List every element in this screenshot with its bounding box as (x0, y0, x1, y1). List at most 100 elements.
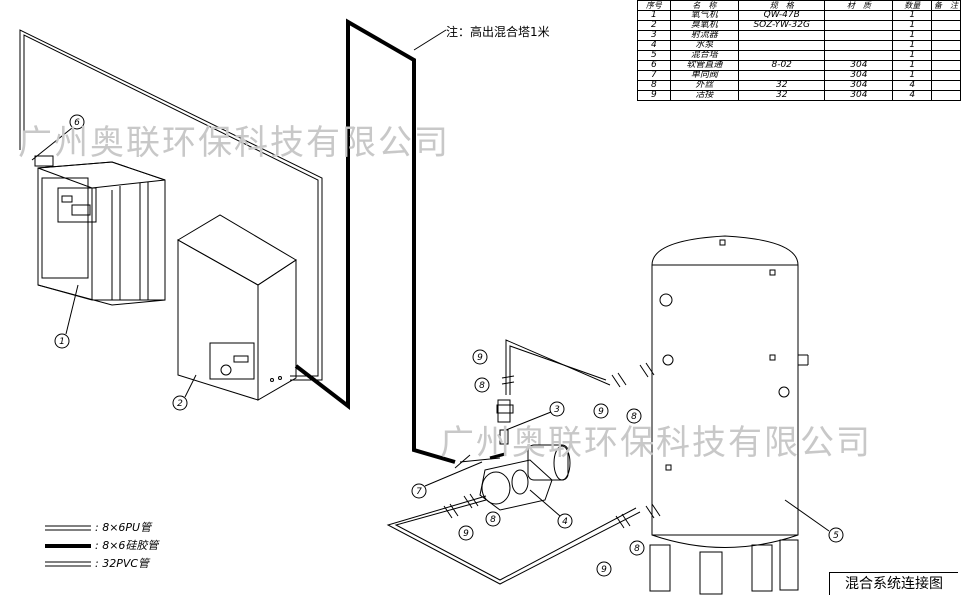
legend-label: : 8×6PU管 (95, 521, 152, 534)
callout-text-9b: 9 (598, 407, 604, 417)
bom-cell: 射流器 (669, 30, 740, 41)
bom-cell: 4 (892, 90, 932, 101)
bom-cell: 1 (637, 10, 671, 21)
bom-cell: 304 (824, 70, 894, 81)
legend-pu: : 8×6PU管 (45, 519, 151, 535)
bom-cell: 1 (892, 70, 932, 81)
callouts (31, 114, 844, 577)
legend-pvc: : 32PVC管 (45, 555, 149, 571)
callout-2 (172, 395, 188, 411)
callout-text-6: 6 (74, 118, 80, 128)
callout-9d (596, 561, 612, 577)
bom-header-name: 名 称 (669, 0, 740, 11)
callout-5 (828, 527, 844, 543)
bom-cell (931, 40, 961, 51)
bom-cell: 4 (637, 40, 671, 51)
bom-cell: 6 (637, 60, 671, 71)
callout-text-8b: 8 (631, 412, 637, 422)
callout-text-9d: 9 (601, 565, 607, 575)
mixing-tank (649, 235, 809, 595)
bom-cell: 7 (637, 70, 671, 81)
legend-silicone: : 8×6硅胶管 (45, 537, 158, 553)
bom-cell: 1 (892, 40, 932, 51)
callout-4 (557, 513, 573, 529)
callout-text-1: 1 (59, 337, 65, 347)
callout-text-3: 3 (554, 405, 560, 415)
callout-9b (593, 403, 609, 419)
legend-double-line-icon (45, 561, 91, 567)
silicone-tube (294, 18, 456, 464)
bom-header-remark: 备 注 (931, 0, 961, 11)
legend-label: : 32PVC管 (95, 557, 150, 570)
bom-cell: 304 (824, 80, 894, 91)
bom-cell (931, 50, 961, 61)
callout-text-5: 5 (833, 531, 839, 541)
bom-cell: QW-47B (738, 10, 826, 21)
callout-8c (485, 511, 501, 527)
bom-header-qty: 数量 (892, 0, 932, 11)
callout-text-4: 4 (562, 517, 568, 527)
bom-cell (931, 20, 961, 31)
fittings (443, 362, 661, 529)
bom-cell: 3 (637, 30, 671, 41)
bom-cell: 1 (892, 60, 932, 71)
pvc-suction-pipe (386, 495, 641, 585)
callout-9a (472, 349, 488, 365)
bom-cell (931, 80, 961, 91)
bom-cell (738, 30, 826, 41)
callout-text-2: 2 (177, 399, 183, 409)
bom-cell (824, 30, 894, 41)
pu-pipe (19, 29, 323, 381)
bom-cell (738, 70, 826, 81)
bom-cell: 32 (738, 80, 826, 91)
bom-cell (824, 40, 894, 51)
callout-text-8c: 8 (490, 515, 496, 525)
bom-cell: 水泵 (669, 40, 740, 51)
bom-cell: 32 (738, 90, 826, 101)
bom-cell: 臭氧机 (669, 20, 740, 31)
callout-7 (411, 483, 427, 499)
bom-cell: 活接 (669, 90, 740, 101)
bom-cell: 外丝 (669, 80, 740, 91)
pvc-return-pipe (505, 339, 611, 395)
bom-cell: 氧气机 (669, 10, 740, 21)
callout-8d (629, 540, 645, 556)
height-note: 注：高出混合塔1米 (446, 25, 550, 39)
bom-cell: 1 (892, 30, 932, 41)
bom-header-row: 序号 名 称 规 格 材 质 数量 备 注 (637, 0, 961, 11)
bom-cell (738, 40, 826, 51)
bom-cell: 5 (637, 50, 671, 61)
callout-text-7: 7 (416, 487, 422, 497)
bom-cell (931, 60, 961, 71)
bom-cell (931, 90, 961, 101)
bom-cell (931, 10, 961, 21)
bom-cell: 304 (824, 60, 894, 71)
ozone-generator (177, 214, 297, 401)
bom-cell (738, 50, 826, 61)
pump-assembly (454, 399, 571, 511)
bom-cell: 软管直通 (669, 60, 740, 71)
bom-cell: 304 (824, 90, 894, 101)
bom-cell: SOZ-YW-32G (738, 20, 826, 31)
bom-header-spec: 规 格 (738, 0, 826, 11)
bom-cell: 单向阀 (669, 70, 740, 81)
bom-cell (824, 10, 894, 21)
callout-6 (69, 114, 85, 130)
bom-cell: 1 (892, 50, 932, 61)
bom-header-material: 材 质 (824, 0, 894, 11)
oxygen-generator (34, 155, 166, 306)
bom-cell (824, 50, 894, 61)
callout-text-8a: 8 (479, 381, 485, 391)
note-leader (413, 29, 447, 51)
bom-cell: 8 (637, 80, 671, 91)
